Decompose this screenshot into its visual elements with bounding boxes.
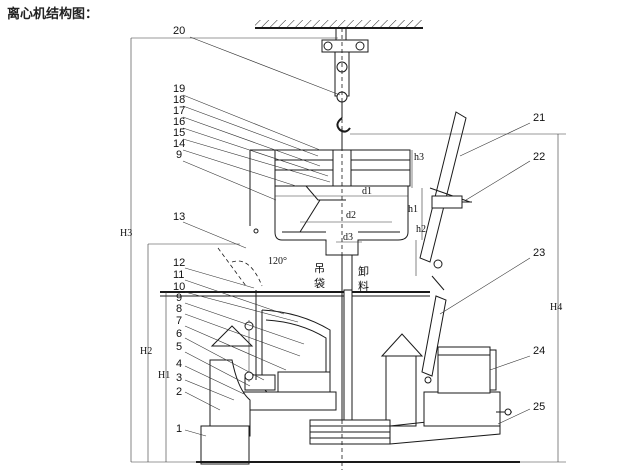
annotation-bag-1: 吊 <box>314 262 325 275</box>
label-21: 21 <box>533 112 545 124</box>
label-16: 16 <box>173 116 185 128</box>
left-labels: 19 18 17 16 15 14 9 13 12 11 10 9 8 7 6 … <box>173 83 185 435</box>
left-leg <box>200 325 254 465</box>
label-20: 20 <box>173 25 185 37</box>
label-9-upper: 9 <box>176 149 182 161</box>
label-10: 10 <box>173 281 185 293</box>
dimension-lines <box>130 37 566 463</box>
hoist-assembly <box>321 28 369 150</box>
ceiling <box>255 20 423 29</box>
angle-label: 120° <box>268 256 287 267</box>
label-15: 15 <box>173 127 185 139</box>
label-12: 12 <box>173 257 185 269</box>
label-25: 25 <box>533 401 545 413</box>
annotations: 吊 袋 卸 料 <box>314 262 369 293</box>
annotation-bag-2: 袋 <box>314 276 325 290</box>
leader-lines <box>182 36 531 437</box>
label-13: 13 <box>173 211 185 223</box>
label-7: 7 <box>176 315 182 327</box>
label-18: 18 <box>173 94 185 106</box>
right-labels: 21 22 23 24 25 <box>533 112 545 413</box>
motor <box>437 346 512 416</box>
right-leg <box>380 333 424 427</box>
base-frame <box>196 391 520 463</box>
label-8: 8 <box>176 303 182 315</box>
dim-h1: h1 <box>408 204 418 215</box>
dim-H1: H1 <box>158 370 170 381</box>
centerlines <box>244 28 343 470</box>
diagram-title: 离心机结构图： <box>7 7 99 22</box>
label-19: 19 <box>173 83 185 95</box>
dim-h3: h3 <box>414 152 424 163</box>
label-14: 14 <box>173 138 185 150</box>
label-6: 6 <box>176 328 182 340</box>
lid-cover <box>419 111 472 384</box>
label-5: 5 <box>176 341 182 353</box>
dim-d2: d2 <box>346 210 356 221</box>
dim-H2: H2 <box>140 346 152 357</box>
label-24: 24 <box>533 345 545 357</box>
dim-d3: d3 <box>343 232 353 243</box>
label-11: 11 <box>173 269 184 281</box>
dim-h2: h2 <box>416 224 426 235</box>
label-17: 17 <box>173 105 185 117</box>
annotation-unload-2: 料 <box>358 279 369 293</box>
annotation-unload-1: 卸 <box>358 264 369 278</box>
label-22: 22 <box>533 151 545 163</box>
label-9-lower: 9 <box>176 292 182 304</box>
label-1: 1 <box>176 423 182 435</box>
dim-H4: H4 <box>550 302 562 313</box>
dim-H3: H3 <box>120 228 132 239</box>
dim-d1: d1 <box>362 186 372 197</box>
lid-open-arc <box>217 247 263 287</box>
label-4: 4 <box>176 358 182 370</box>
label-3: 3 <box>176 372 182 384</box>
label-23: 23 <box>533 247 545 259</box>
dimension-texts: h3 h1 h2 d1 d2 d3 H3 H2 H1 H4 120° <box>120 152 562 381</box>
label-2: 2 <box>176 386 182 398</box>
